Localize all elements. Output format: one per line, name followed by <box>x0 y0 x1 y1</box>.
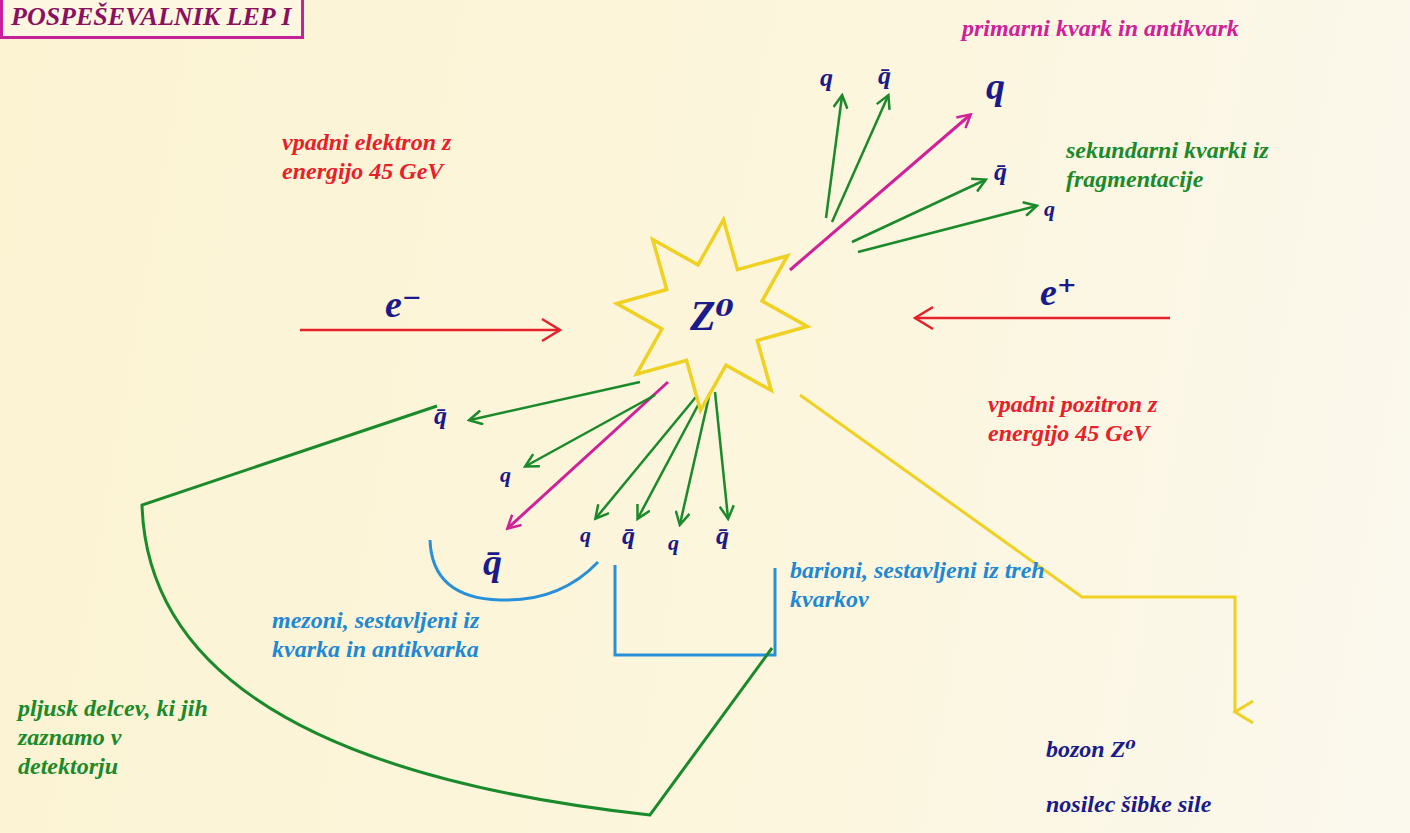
secondary-quark-arrows <box>470 96 1036 524</box>
node-text: Z⁰ <box>690 291 734 340</box>
meson-label: mezoni, sestavljeni iz kvarka in antikva… <box>272 606 522 664</box>
particle-symbol: e⁺ <box>1040 270 1077 316</box>
shower-bracket <box>142 406 772 815</box>
quark-symbol: q <box>500 462 511 488</box>
boson-label: bozon Z⁰ <box>1046 735 1136 764</box>
quark-symbol: q <box>668 530 679 556</box>
beam-label: vpadni pozitron z energijo 45 GeV <box>988 390 1238 448</box>
fragmentation-label: sekundarni kvarki iz fragmentacije <box>1066 136 1326 194</box>
meson-bracket <box>430 540 598 600</box>
quark-symbol: q <box>820 62 833 93</box>
baryon-label: barioni, sestavljeni iz treh kvarkov <box>790 556 1090 614</box>
quark-symbol: q <box>986 64 1005 110</box>
boson-label: nosilec šibke sile <box>1046 790 1211 819</box>
quark-symbol: q̄ <box>716 520 729 551</box>
primary-label: primarni kvark in antikvark <box>962 14 1239 43</box>
quark-symbol: q̄ <box>878 60 891 91</box>
quark-symbol: q <box>580 522 591 548</box>
baryon-bracket <box>615 565 775 655</box>
quark-symbol: q̄ <box>434 400 447 431</box>
title-text: POSPEŠEVALNIK LEP I <box>11 2 291 32</box>
shower-label: pljusk delcev, ki jih zaznamo v detektor… <box>18 694 218 780</box>
beam-label: vpadni elektron z energijo 45 GeV <box>282 128 497 186</box>
star-burst: Z⁰ <box>612 215 812 415</box>
quark-symbol: q <box>1044 196 1055 222</box>
title-box: POSPEŠEVALNIK LEP I <box>0 0 304 39</box>
quark-symbol: q̄ <box>483 540 502 586</box>
quark-symbol: q̄ <box>994 156 1007 187</box>
quark-symbol: q̄ <box>622 520 635 551</box>
particle-symbol: e⁻ <box>385 282 422 328</box>
